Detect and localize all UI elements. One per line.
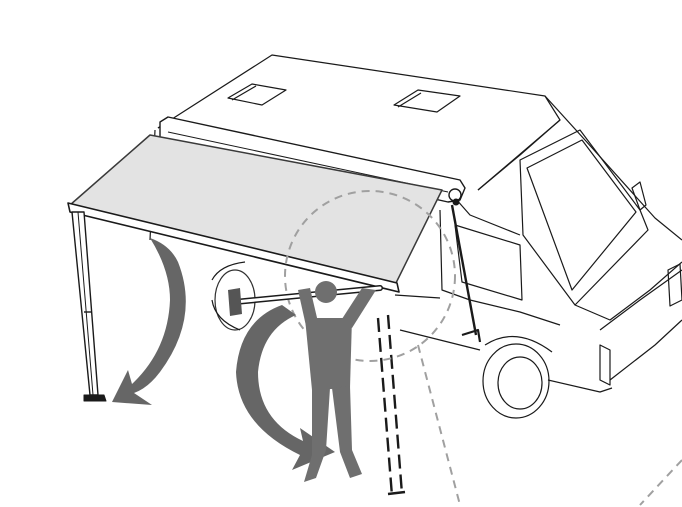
awning-fabric bbox=[70, 135, 442, 285]
windshield bbox=[520, 130, 648, 305]
person-torso bbox=[305, 318, 352, 390]
detail-guide-left bbox=[418, 345, 460, 505]
leg-foot-left bbox=[84, 395, 106, 401]
van-front bbox=[575, 262, 682, 320]
person-head bbox=[315, 281, 337, 303]
rotate-arrows bbox=[112, 238, 335, 470]
rotate-leg-arrow-left bbox=[112, 238, 186, 405]
detail-guide-right bbox=[640, 460, 682, 505]
van-cab bbox=[545, 96, 682, 240]
front-wheel bbox=[483, 344, 549, 418]
support-leg-right bbox=[452, 205, 476, 335]
roof-vent-right bbox=[394, 90, 460, 112]
leg-lowering-dashed bbox=[378, 315, 402, 496]
crank-grip bbox=[228, 288, 242, 316]
roof-vent-left bbox=[228, 84, 286, 105]
